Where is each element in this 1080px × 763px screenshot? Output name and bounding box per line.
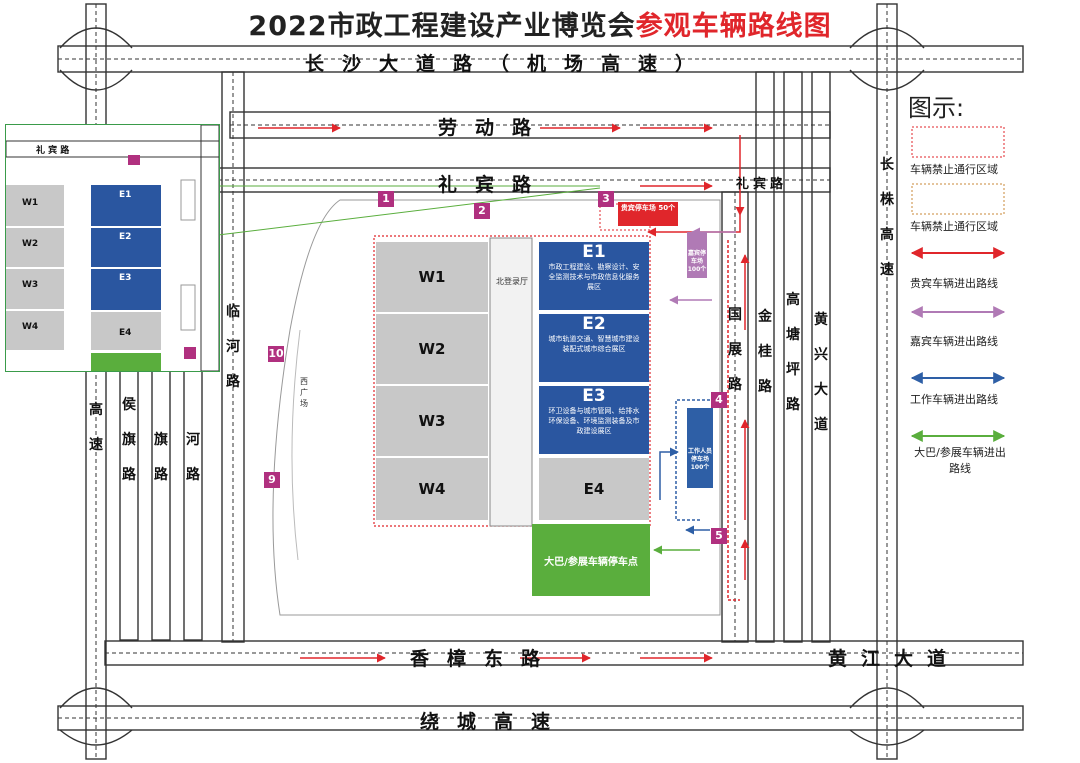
road-linhe: 临河路	[226, 304, 240, 390]
red-route	[258, 123, 750, 663]
hall-e1-desc: 市政工程建设、勘察设计、安全监测技术与市政信息化服务展区	[548, 263, 640, 291]
road-laodong: 劳动路	[438, 117, 550, 139]
p2-label: 贵宾停车场 50个	[620, 204, 676, 212]
hall-w2: W2	[376, 314, 488, 384]
road-changsha: 长沙大道路（机场高速）	[305, 53, 713, 75]
legend-swatches	[910, 126, 1006, 442]
road-gaotangping: 高塘坪路	[786, 292, 800, 413]
gate-1: 1	[378, 191, 394, 207]
p2-parking: 贵宾停车场 50个	[618, 202, 678, 226]
p5-parking: 工作人员停车场 100个	[687, 448, 712, 471]
west-square-label: 西广场	[300, 377, 308, 408]
svg-text:礼 宾 路: 礼 宾 路	[36, 144, 70, 156]
gate-10: 10	[268, 346, 284, 362]
page-title: 2022市政工程建设产业博览会参观车辆路线图	[0, 4, 1080, 43]
road-gaosu: 高速	[89, 402, 103, 453]
hall-e3: E3 环卫设备与城市管网、给排水环保设备、环境监测装备及市政建设展区	[539, 386, 649, 454]
p3-parking: 嘉宾停车场 100个	[687, 250, 707, 273]
p3-parking-box	[687, 232, 707, 278]
svg-text:E4: E4	[119, 328, 131, 338]
hall-e3-name: E3	[582, 386, 606, 406]
interchanges	[59, 27, 925, 746]
road-libin: 礼宾路	[438, 174, 550, 196]
svg-text:W4: W4	[22, 322, 38, 332]
road-houqi: 侯旗路	[122, 397, 136, 483]
legend-vip-route: 贵宾车辆进出路线	[910, 277, 998, 290]
blue-route	[659, 399, 710, 535]
p5-parking-box	[687, 408, 713, 488]
hall-e3-desc: 环卫设备与城市管网、给排水环保设备、环境监测装备及市政建设展区	[548, 407, 640, 435]
road-libin-right: 礼宾路	[736, 177, 788, 192]
road-raocheng: 绕城高速	[420, 711, 569, 733]
inset-detail-map: W1 W2 W3 W4 E1 E2 E3 E4 礼 宾 路	[5, 124, 220, 372]
hall-e1: E1 市政工程建设、勘察设计、安全监测技术与市政信息化服务展区	[539, 242, 649, 310]
hall-e2-desc: 城市轨道交通、智慧城市建设装配式城市综合展区	[548, 335, 640, 353]
title-main: 2022市政工程建设产业博览会	[248, 11, 636, 42]
road-jingui: 金桂路	[758, 309, 772, 395]
svg-text:W1: W1	[22, 198, 38, 208]
legend-restricted-2: 车辆禁止通行区域	[910, 220, 998, 233]
gate-5: 5	[711, 528, 727, 544]
svg-text:W2: W2	[22, 239, 38, 249]
middle-corridor	[489, 237, 533, 527]
legend-staff-route: 工作车辆进出路线	[910, 393, 998, 406]
svg-text:E1: E1	[119, 190, 131, 200]
legend-restricted-1: 车辆禁止通行区域	[910, 163, 998, 176]
bus-stop: 大巴/参展车辆停车点	[532, 524, 650, 596]
legend-title: 图示:	[908, 94, 965, 122]
legend-guest-route: 嘉宾车辆进出路线	[910, 335, 998, 348]
hall-w1: W1	[376, 242, 488, 312]
hall-e2: E2 城市轨道交通、智慧城市建设装配式城市综合展区	[539, 314, 649, 382]
svg-text:W3: W3	[22, 280, 38, 290]
title-highlight: 参观车辆路线图	[635, 11, 832, 42]
venue-boundary	[272, 199, 721, 616]
legend-bus-route: 大巴/参展车辆进出路线	[914, 446, 1006, 475]
road-he: 河路	[186, 432, 200, 483]
hall-e4: E4	[539, 458, 649, 520]
gate-4: 4	[711, 392, 727, 408]
north-hall-label: 北登录厅	[496, 277, 528, 286]
gate-2: 2	[474, 203, 490, 219]
hall-w3: W3	[376, 386, 488, 456]
vertical-roads	[85, 3, 898, 760]
inset-canvas: W1 W2 W3 W4 E1 E2 E3 E4 礼 宾 路	[6, 125, 219, 371]
hall-e1-name: E1	[582, 242, 606, 262]
gate-3: 3	[598, 191, 614, 207]
road-changlin: 长株高速	[880, 157, 894, 278]
gate-9: 9	[264, 472, 280, 488]
svg-text:E3: E3	[119, 273, 131, 283]
road-xiangzhang: 香樟东路	[410, 648, 559, 670]
green-route	[210, 185, 700, 555]
road-qi: 旗路	[154, 432, 168, 483]
hall-w4: W4	[376, 458, 488, 520]
hall-e2-name: E2	[582, 314, 606, 334]
svg-text:E2: E2	[119, 232, 131, 242]
road-huangxing: 黄兴大道	[814, 312, 828, 433]
road-guozhan: 国展路	[728, 307, 742, 393]
road-huangjiang: 黄江大道	[828, 648, 961, 670]
